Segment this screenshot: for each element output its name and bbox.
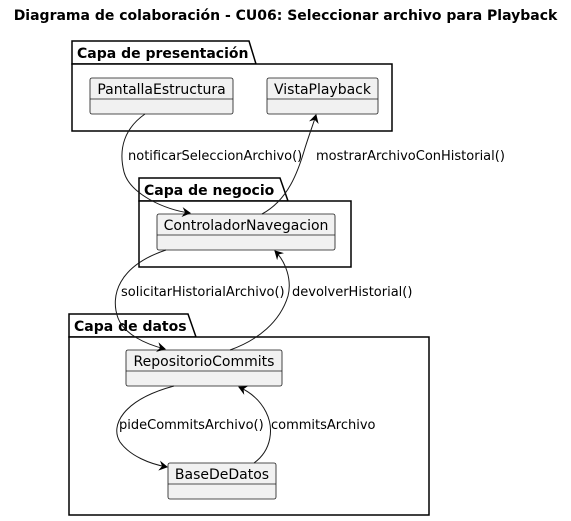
class-pantalla-estructura: PantallaEstructura	[89, 77, 234, 115]
edge-commits: commitsArchivo	[238, 385, 376, 464]
class-pantalla-estructura-label: PantallaEstructura	[97, 82, 225, 98]
class-controlador-navegacion: ControladorNavegacion	[156, 213, 336, 251]
edge-devolver: devolverHistorial()	[229, 250, 412, 351]
package-datos-label: Capa de datos	[74, 319, 187, 335]
edge-commits-label: commitsArchivo	[271, 418, 376, 433]
class-repositorio-commits-label: RepositorioCommits	[134, 354, 275, 370]
edge-pide-label: pideCommitsArchivo()	[119, 418, 264, 433]
class-base-de-datos: BaseDeDatos	[167, 462, 277, 500]
class-repositorio-commits: RepositorioCommits	[125, 349, 283, 387]
edge-solicitar: solicitarHistorialArchivo()	[114, 249, 285, 352]
edge-devolver-label: devolverHistorial()	[292, 285, 412, 300]
class-vista-playback: VistaPlayback	[266, 77, 379, 115]
package-presentacion-label: Capa de presentación	[77, 46, 249, 62]
class-vista-playback-label: VistaPlayback	[274, 82, 372, 98]
class-base-de-datos-label: BaseDeDatos	[175, 467, 269, 483]
edge-mostrar-label: mostrarArchivoConHistorial()	[316, 149, 505, 164]
edge-pide: pideCommitsArchivo()	[116, 385, 264, 471]
edge-mostrar: mostrarArchivoConHistorial()	[261, 114, 505, 215]
edge-solicitar-label: solicitarHistorialArchivo()	[121, 285, 285, 300]
edge-notificar: notificarSeleccionArchivo()	[121, 113, 302, 218]
class-controlador-navegacion-label: ControladorNavegacion	[164, 218, 329, 234]
diagram-title: Diagrama de colaboración - CU06: Selecci…	[13, 8, 558, 24]
edge-notificar-label: notificarSeleccionArchivo()	[128, 149, 302, 164]
package-negocio-label: Capa de negocio	[144, 183, 275, 199]
